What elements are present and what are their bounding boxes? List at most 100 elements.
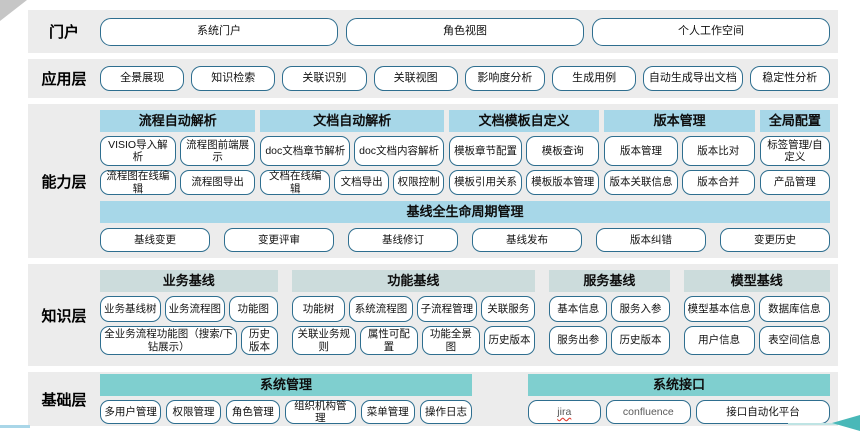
node-row: 全业务流程功能图（搜索/下钻展示） 历史版本 [100, 326, 278, 355]
group-header: 系统接口 [528, 374, 830, 396]
group-header: 全局配置 [759, 110, 830, 132]
diagram-node: doc文档内容解析 [354, 136, 444, 166]
capability-groups: 流程自动解析 VISIO导入解析 流程图前端展示 流程图在线编辑 流程图导出 文… [100, 110, 830, 195]
diagram-node: 角色管理 [225, 400, 281, 424]
group-doc-template: 文档模板自定义 模板章节配置 模板查询 模板引用关系 模板版本管理 [448, 110, 600, 195]
bottom-left-line-decoration [0, 425, 30, 428]
diagram-node: 流程图前端展示 [179, 136, 256, 166]
diagram-node: VISIO导入解析 [100, 136, 176, 166]
diagram-node: 历史版本 [241, 326, 278, 355]
node-row: 模板引用关系 模板版本管理 [448, 170, 600, 195]
diagram-node: 模型基本信息 [683, 296, 755, 322]
diagram-node: 影响度分析 [464, 66, 546, 91]
diagram-node: 系统门户 [100, 17, 338, 46]
node-row: 全景展现 知识检索 关联识别 关联视图 影响度分析 生成用例 自动生成导出文档 … [100, 66, 830, 91]
group-business-baseline: 业务基线 业务基线树 业务流程图 功能图 全业务流程功能图（搜索/下钻展示） 历… [100, 270, 278, 355]
diagram-node: 标签管理/自定义 [759, 136, 830, 166]
diagram-node: 生成用例 [552, 66, 637, 91]
diagram-node: 流程图在线编辑 [100, 170, 176, 195]
node-row: 业务基线树 业务流程图 功能图 [100, 296, 278, 322]
diagram-node: 模板查询 [526, 136, 600, 166]
layer-label-capability: 能力层 [41, 173, 87, 191]
diagram-node: 基线发布 [472, 228, 582, 252]
node-row: 多用户管理 权限管理 角色管理 组织机构管理 菜单管理 操作日志 [100, 400, 472, 424]
layer-label-foundation: 基础层 [41, 391, 87, 409]
diagram-node: 版本合并 [681, 170, 755, 195]
foundation-content: 系统管理 多用户管理 权限管理 角色管理 组织机构管理 菜单管理 操作日志 系统… [100, 372, 838, 426]
diagram-node: 模板章节配置 [448, 136, 523, 166]
diagram-node: 个人工作空间 [592, 17, 830, 46]
diagram-node: 版本纠错 [596, 228, 706, 252]
arrow-line-decoration [788, 423, 838, 425]
diagram-node: 版本管理 [604, 136, 678, 166]
diagram-node: 用户信息 [683, 326, 755, 355]
diagram-node: 功能树 [291, 296, 346, 322]
node-row: 版本管理 版本比对 [604, 136, 755, 166]
group-model-baseline: 模型基线 模型基本信息 数据库信息 用户信息 表空间信息 [683, 270, 830, 355]
group-version-mgmt: 版本管理 版本管理 版本比对 版本关联信息 版本合并 [604, 110, 755, 195]
node-row: 模型基本信息 数据库信息 [683, 296, 830, 322]
layer-foundation: 基础层 系统管理 多用户管理 权限管理 角色管理 组织机构管理 菜单管理 操作日… [28, 372, 838, 426]
group-system-mgmt: 系统管理 多用户管理 权限管理 角色管理 组织机构管理 菜单管理 操作日志 [100, 374, 472, 424]
node-row: 模板章节配置 模板查询 [448, 136, 600, 166]
diagram-node: 业务流程图 [164, 296, 226, 322]
diagram-node: 基本信息 [549, 296, 608, 322]
diagram-node: 数据库信息 [758, 296, 830, 322]
diagram-node: 基线修订 [348, 228, 458, 252]
knowledge-groups: 业务基线 业务基线树 业务流程图 功能图 全业务流程功能图（搜索/下钻展示） 历… [100, 270, 830, 355]
diagram-node: doc文档章节解析 [260, 136, 351, 166]
diagram-node: 流程图导出 [179, 170, 256, 195]
diagram-node: 变更历史 [720, 228, 830, 252]
layer-knowledge: 知识层 业务基线 业务基线树 业务流程图 功能图 全业务流程功能图（搜索/下钻展… [28, 264, 838, 366]
diagram-node: 关联识别 [282, 66, 367, 91]
diagram-node: 知识检索 [191, 66, 276, 91]
diagram-node: 自动生成导出文档 [643, 66, 743, 91]
diagram-node: 服务出参 [549, 326, 608, 355]
group-header: 服务基线 [549, 270, 670, 292]
diagram-node: 权限管理 [166, 400, 221, 424]
node-row: 基线变更 变更评审 基线修订 基线发布 版本纠错 变更历史 [100, 228, 830, 252]
diagram-node: 服务入参 [611, 296, 670, 322]
group-header: 流程自动解析 [100, 110, 256, 132]
layer-label-portal: 门户 [48, 24, 79, 41]
group-header: 功能基线 [291, 270, 536, 292]
group-service-baseline: 服务基线 基本信息 服务入参 服务出参 历史版本 [549, 270, 670, 355]
diagram-node: 功能图 [229, 296, 278, 322]
capability-content: 流程自动解析 VISIO导入解析 流程图前端展示 流程图在线编辑 流程图导出 文… [100, 104, 838, 258]
diagram-node: 全景展现 [100, 66, 185, 91]
node-row: 标签管理/自定义 [759, 136, 830, 166]
diagram-node-jira: jira [528, 400, 601, 424]
node-row: 产品管理 [759, 170, 830, 195]
layer-portal: 门户 系统门户 角色视图 个人工作空间 [28, 10, 838, 53]
diagram-node: 文档在线编辑 [260, 170, 330, 195]
left-arrow-icon [832, 415, 860, 431]
layer-application: 应用层 全景展现 知识检索 关联识别 关联视图 影响度分析 生成用例 自动生成导… [28, 59, 838, 98]
node-row: 用户信息 表空间信息 [683, 326, 830, 355]
node-row: 版本关联信息 版本合并 [604, 170, 755, 195]
node-row: 系统门户 角色视图 个人工作空间 [100, 17, 830, 46]
group-header: 版本管理 [604, 110, 755, 132]
diagram-node: 关联视图 [373, 66, 458, 91]
group-header: 业务基线 [100, 270, 278, 292]
diagram-node: 历史版本 [483, 326, 536, 355]
group-process-auto-parse: 流程自动解析 VISIO导入解析 流程图前端展示 流程图在线编辑 流程图导出 [100, 110, 256, 195]
diagram-node: 属性可配置 [359, 326, 418, 355]
layer-label-application: 应用层 [41, 71, 87, 88]
diagram-node: 文档导出 [333, 170, 390, 195]
diagram-node: 操作日志 [419, 400, 472, 424]
node-row: 服务出参 历史版本 [549, 326, 670, 355]
node-row: doc文档章节解析 doc文档内容解析 [260, 136, 444, 166]
diagram-node: 关联业务规则 [291, 326, 356, 355]
node-row: 流程图在线编辑 流程图导出 [100, 170, 256, 195]
diagram-node: 产品管理 [759, 170, 830, 195]
group-header: 系统管理 [100, 374, 472, 396]
diagram-node: 功能全景图 [421, 326, 480, 355]
diagram-node: 业务基线树 [100, 296, 161, 322]
group-header: 文档模板自定义 [448, 110, 600, 132]
diagram-node: 系统流程图 [349, 296, 413, 322]
diagram-node: 模板引用关系 [448, 170, 523, 195]
node-row: jira confluence 接口自动化平台 [528, 400, 830, 424]
diagram-node: 角色视图 [346, 17, 584, 46]
diagram-node: 子流程管理 [416, 296, 478, 322]
